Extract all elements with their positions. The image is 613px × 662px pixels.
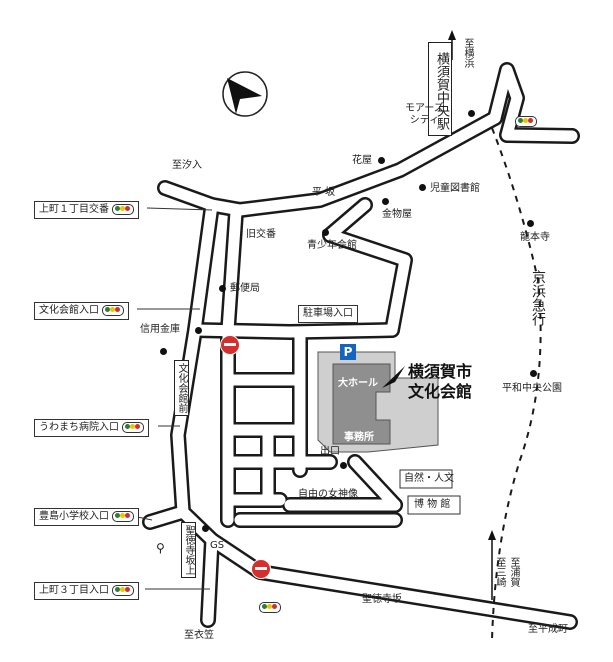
shotokuji-saka-label: 聖徳寺坂 — [362, 594, 402, 605]
daihall-label: 大ホール — [338, 378, 378, 389]
heiwa-park-marker — [530, 370, 537, 377]
shinyo-kinko-marker — [195, 327, 202, 334]
culture-hall-building — [332, 363, 391, 445]
hanaya-marker — [378, 157, 385, 164]
bunka-kaikan-mae-label: 文化会館前 — [174, 360, 189, 416]
hanaya-label: 花屋 — [352, 155, 372, 166]
to-misaki-label: 至三崎 — [494, 557, 505, 587]
kanamonoya-marker — [382, 198, 389, 205]
kyu-koban-label: 旧交番 — [246, 229, 276, 240]
parking-entrance-callout: 駐車場入口 — [298, 305, 358, 323]
jiyu-megami-label: 自由の女神像 — [298, 489, 358, 500]
bus-stop-icon: ⚲ — [156, 541, 165, 555]
callout-text: 上町１丁目交番 — [39, 204, 109, 215]
callout-text: 文化会館入口 — [39, 305, 99, 316]
seishonen-label: 青少年会館 — [307, 240, 357, 251]
kanamonoya-label: 金物屋 — [382, 209, 412, 220]
jido-tosho-label: 児童図書館 — [430, 183, 480, 194]
hirasaka-label: 平 坂 — [312, 187, 336, 198]
ryumotoji-label: 龍本寺 — [520, 232, 550, 243]
north-arrow-icon — [222, 71, 268, 117]
to-koromogasa-label: 至衣笠 — [184, 630, 214, 641]
to-shioiri-label: 至汐入 — [172, 160, 202, 171]
shinyo-kinko-label: 信用金庫 — [140, 324, 180, 335]
hakubutsukan-label: 博 物 館 — [414, 499, 451, 510]
callout-uwamachi-byoin: うわまち病院入口 — [34, 419, 149, 437]
shizen-jinbun-label: 自然・人文 — [404, 473, 454, 484]
parking-icon: P — [340, 344, 356, 360]
more-city-marker — [468, 110, 475, 117]
traffic-signal-icon-2 — [259, 602, 281, 613]
callout-text: 豊島小学校入口 — [39, 511, 109, 522]
yubinkyoku-label: 郵便局 — [230, 283, 260, 294]
venue-name-line2: 文化会館 — [408, 382, 473, 401]
ryumotoji-marker — [527, 220, 534, 227]
venue-name-line1: 横須賀市 — [408, 362, 473, 381]
traffic-signal-icon — [515, 116, 537, 127]
callout-toshima-shogakko: 豊島小学校入口 — [34, 508, 139, 526]
heiwa-park-label: 平和中央公園 — [502, 383, 562, 394]
traffic-signal-icon — [122, 421, 144, 433]
yubinkyoku-marker — [219, 285, 226, 292]
jido-tosho-marker — [419, 184, 426, 191]
to-heisei-label: 至平成町 — [528, 624, 568, 635]
callout-text: うわまち病院入口 — [39, 422, 119, 433]
no-entry-icon-2 — [251, 559, 271, 579]
callout-bunka-kaikan-iriguchi: 文化会館入口 — [34, 302, 129, 320]
gs-marker — [202, 525, 209, 532]
traffic-signal-icon — [112, 510, 134, 522]
station-label: 横須賀中央駅 — [428, 42, 452, 136]
no-entry-icon — [220, 335, 240, 355]
traffic-signal-icon — [102, 304, 124, 316]
to-uraga-label: 至浦賀 — [508, 557, 519, 587]
bank-marker — [160, 348, 167, 355]
gs-label: GS — [210, 540, 225, 551]
traffic-signal-icon — [112, 584, 134, 596]
more-city-label: モアーズ シティ — [405, 103, 444, 126]
traffic-signal-icon — [112, 203, 134, 215]
jimusho-label: 事務所 — [344, 432, 374, 443]
shotokuji-sakaue-label: 聖徳寺坂上 — [181, 522, 196, 578]
keikyu-label: 京浜急行 — [530, 270, 546, 326]
to-yokohama-label: 至横浜 — [462, 38, 473, 68]
deguchi-label: 出口 — [320, 446, 340, 457]
seishonen-marker — [322, 229, 329, 236]
deguchi-marker — [340, 462, 347, 469]
callout-text: 上町３丁目入口 — [39, 585, 109, 596]
callout-kamimachi-1-koban: 上町１丁目交番 — [34, 201, 139, 219]
callout-kamimachi-3-iriguchi: 上町３丁目入口 — [34, 582, 139, 600]
